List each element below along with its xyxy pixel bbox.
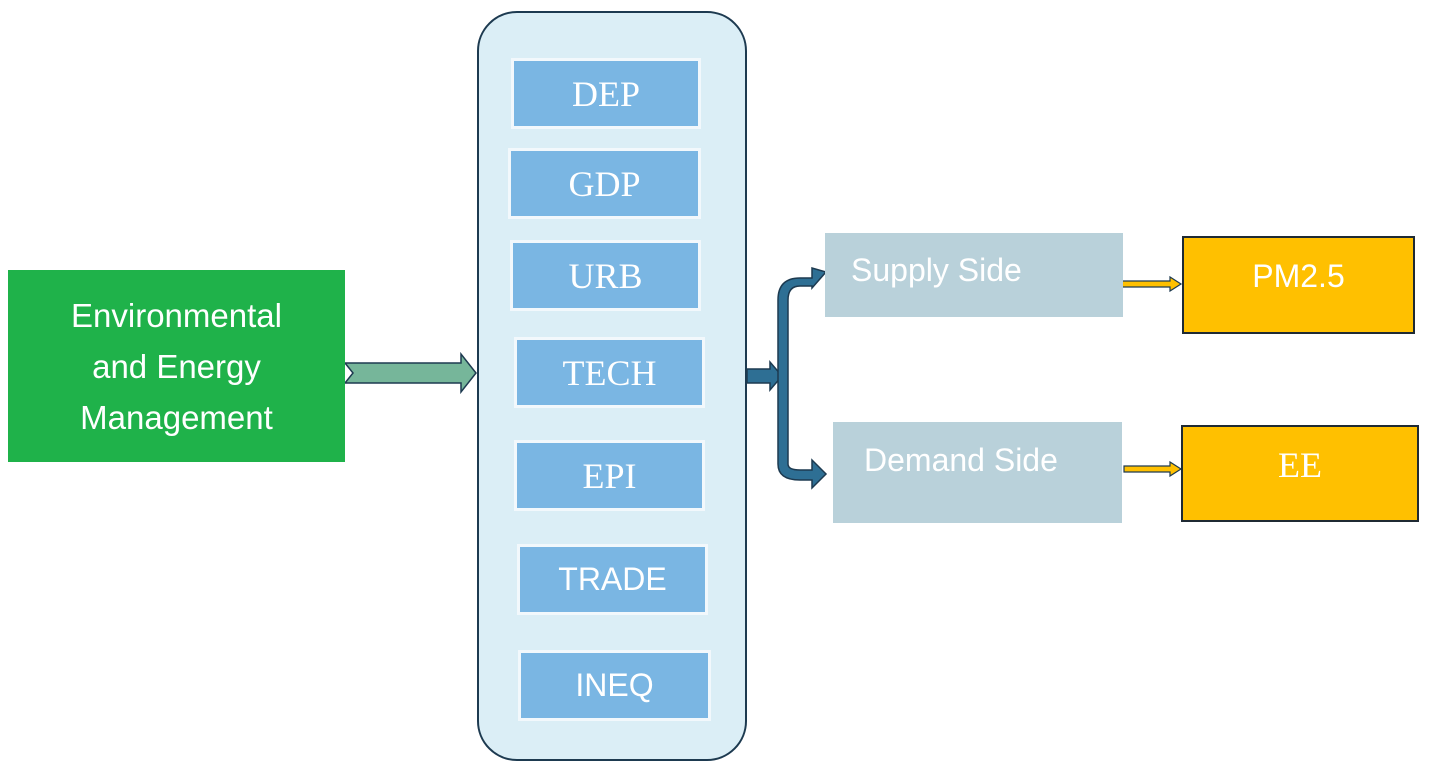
demand-side-label: Demand Side bbox=[864, 441, 1058, 478]
source-box-environmental-energy-management: Environmental and Energy Management bbox=[8, 270, 345, 462]
variable-label: TRADE bbox=[558, 561, 667, 597]
supply-side-box: Supply Side bbox=[825, 233, 1123, 317]
variable-label: INEQ bbox=[575, 667, 654, 703]
variable-box-urb: URB bbox=[510, 240, 701, 311]
outcome-box-pm25: PM2.5 bbox=[1182, 236, 1415, 334]
variables-container: DEP GDP URB TECH EPI TRADE INEQ bbox=[477, 11, 747, 761]
source-line: Management bbox=[80, 398, 273, 436]
input-arrow bbox=[343, 351, 477, 395]
variable-label: URB bbox=[568, 255, 643, 296]
variable-label: DEP bbox=[571, 73, 640, 114]
variable-label: TECH bbox=[562, 352, 657, 393]
supply-side-label: Supply Side bbox=[851, 251, 1022, 288]
variable-box-epi: EPI bbox=[514, 440, 705, 511]
variable-box-tech: TECH bbox=[514, 337, 705, 408]
outcome-label-ee: EE bbox=[1278, 444, 1322, 485]
demand-side-box: Demand Side bbox=[833, 422, 1122, 523]
outcome-label-pm25: PM2.5 bbox=[1252, 257, 1345, 294]
variable-box-trade: TRADE bbox=[517, 544, 708, 615]
source-line: and Energy bbox=[92, 347, 261, 385]
outcome-box-ee: EE bbox=[1181, 425, 1419, 522]
variable-label: GDP bbox=[568, 163, 641, 204]
supply-to-pm25-arrow bbox=[1121, 275, 1183, 293]
branch-arrow bbox=[746, 267, 828, 490]
variable-box-dep: DEP bbox=[511, 58, 701, 129]
source-line: Environmental bbox=[71, 296, 282, 334]
variable-box-ineq: INEQ bbox=[518, 650, 711, 721]
variable-label: EPI bbox=[582, 455, 637, 496]
variable-box-gdp: GDP bbox=[508, 148, 701, 219]
demand-to-ee-arrow bbox=[1123, 460, 1183, 478]
